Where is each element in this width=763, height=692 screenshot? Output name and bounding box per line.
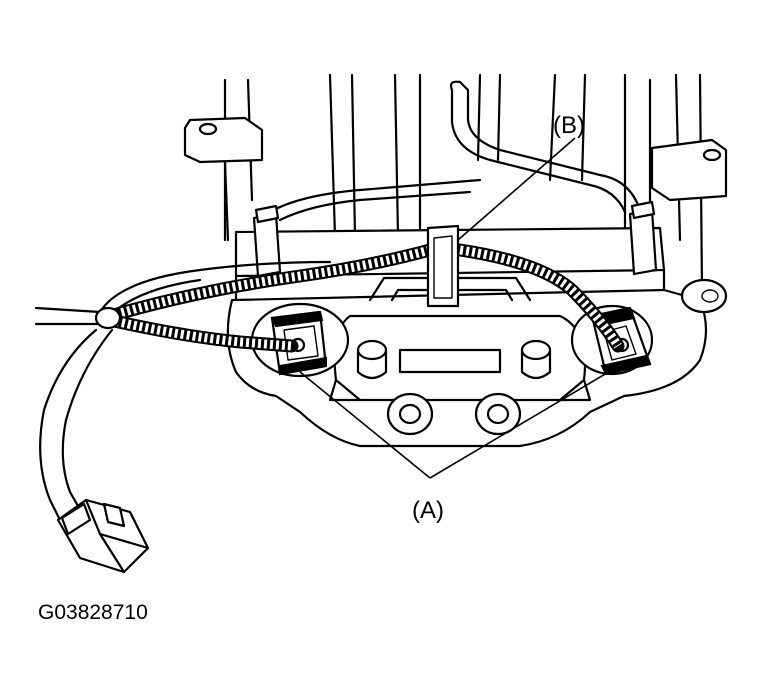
mounting-ear-left [183,116,264,242]
bolt-head-left [356,339,388,380]
harness-clip [426,224,460,308]
harness-connector [56,498,150,574]
figure-code: G03828710 [38,601,148,624]
mounting-ear-right [650,138,728,202]
lower-boss-left [386,392,434,436]
lower-boss-right [474,392,522,436]
callout-label-a: (A) [412,497,444,524]
callout-label-b: (B) [553,112,585,139]
callout-lines [299,137,613,479]
bolt-head-right [520,339,552,380]
wiring-harness [34,243,625,574]
knock-sensor-left [250,302,350,378]
